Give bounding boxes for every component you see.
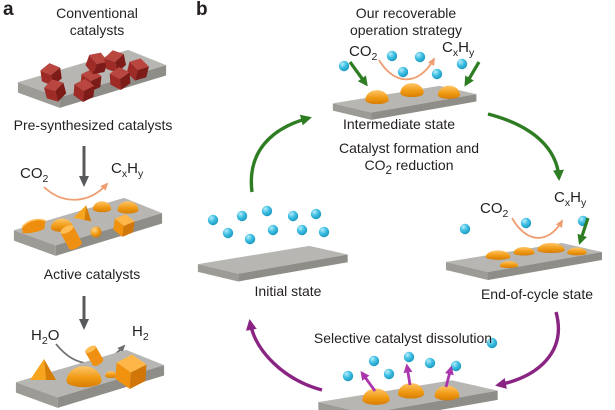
co2-to-cxhy-arrow-intermediate <box>378 57 435 81</box>
cxhy-label-end: CxHy <box>554 189 587 209</box>
scene-catalyst-dissolution <box>318 337 498 410</box>
scene-intermediate-state <box>332 50 481 120</box>
scene-presynthesized-catalysts <box>17 48 167 108</box>
scene-end-of-cycle-state <box>446 215 602 280</box>
caption-active-catalysts: Active catalysts <box>43 266 141 282</box>
panel-a-label: a <box>3 0 14 20</box>
deposition-arrow-left <box>348 61 368 87</box>
deposition-arrow-right <box>464 61 481 87</box>
scene-hydrogen-evolution <box>15 343 165 408</box>
panel-a-title-line2: catalysts <box>69 22 125 38</box>
panel-b-title-line2: operation strategy <box>349 22 463 38</box>
dissolution-arrow-3 <box>444 365 454 388</box>
co2-to-cxhy-arrow-end <box>511 217 564 239</box>
caption-initial-state: Initial state <box>254 283 322 299</box>
process-formation-line1: Catalyst formation and <box>338 140 480 156</box>
panel-b-title-line1: Our recoverable <box>355 5 457 21</box>
cycle-arrow-formation-right <box>487 112 564 181</box>
co2-particles-end <box>459 215 589 235</box>
cxhy-label-intermediate: CxHy <box>442 39 475 59</box>
co2-label-a: CO2 <box>20 165 49 185</box>
dissolution-arrow-1 <box>360 370 377 392</box>
deposition-arrow-end <box>577 217 590 245</box>
cycle-arrow-dissolution-left <box>245 319 323 392</box>
scene-initial-state <box>197 205 348 282</box>
h2o-label: H2O <box>31 327 60 347</box>
caption-end-of-cycle-state: End-of-cycle state <box>480 286 594 302</box>
co2-label-end: CO2 <box>480 200 509 220</box>
dissolution-arrow-2 <box>403 363 413 386</box>
cycle-arrow-dissolution-right <box>495 311 560 389</box>
panel-a-title-line1: Conventional <box>56 5 138 21</box>
co2-particles-initial <box>207 205 330 245</box>
caption-presynthesized-catalysts: Pre-synthesized catalysts <box>13 117 173 133</box>
scene-active-catalysts <box>13 197 163 256</box>
h2-label: H2 <box>132 323 149 343</box>
panel-b-label: b <box>196 0 208 20</box>
co2-to-cxhy-arrow-a <box>43 182 109 201</box>
process-dissolution-label: Selective catalyst dissolution <box>313 330 493 346</box>
cycle-arrow-formation-left <box>249 114 312 193</box>
cxhy-label-a: CxHy <box>111 160 144 180</box>
caption-intermediate-state: Intermediate state <box>342 116 456 132</box>
co2-label-intermediate: CO2 <box>349 43 378 63</box>
